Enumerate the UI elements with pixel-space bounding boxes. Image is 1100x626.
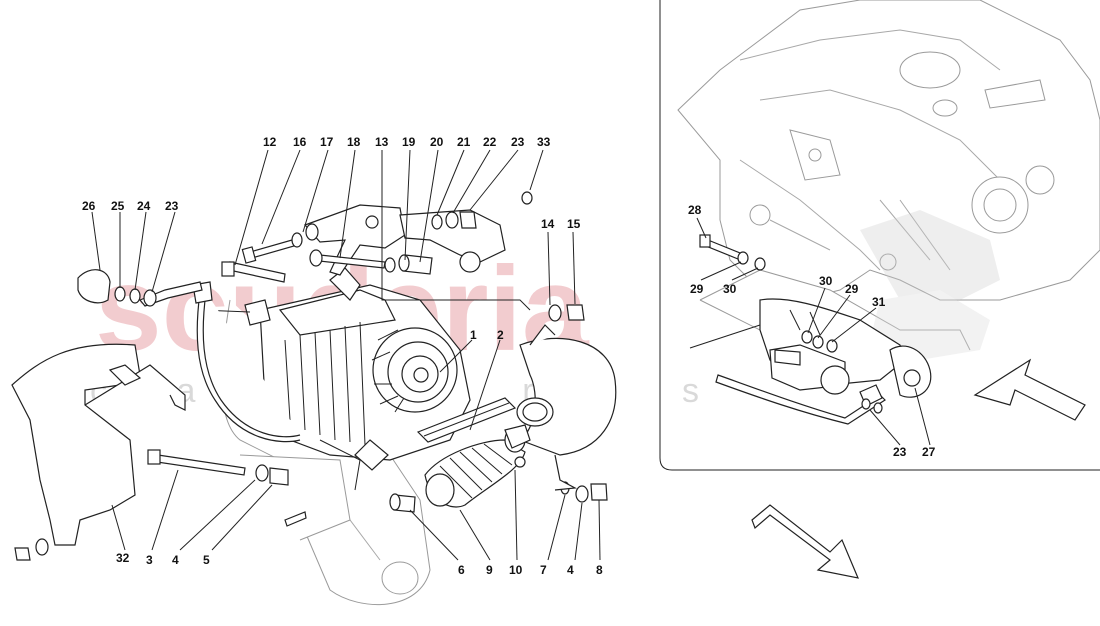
callout-24: 24	[137, 199, 151, 213]
callout-1: 1	[470, 328, 477, 342]
callout-27: 27	[922, 445, 936, 459]
callout-28: 28	[688, 203, 702, 217]
callout-4b: 4	[567, 563, 574, 577]
air-cover	[516, 324, 617, 491]
callout-20: 21	[457, 135, 471, 149]
callout-26: 26	[82, 199, 96, 213]
callout-11: 12	[263, 135, 277, 149]
callout-3: 3	[146, 553, 153, 567]
callout-22: 23	[511, 135, 525, 149]
callout-29a: 29	[690, 282, 704, 296]
checker-flag-ghost	[860, 210, 1000, 360]
direction-arrow-right	[973, 358, 1086, 421]
heat-shield	[11, 343, 186, 546]
callout-15: 16	[293, 135, 307, 149]
corrugated-hose	[424, 424, 531, 508]
callout-33: 33	[537, 135, 551, 149]
inset-frame	[659, 0, 1100, 471]
leader-lines-right	[689, 217, 931, 446]
callout-10: 10	[509, 563, 523, 577]
callout-2: 2	[497, 328, 504, 342]
callout-23: 23	[165, 199, 179, 213]
callout-17: 18	[347, 135, 361, 149]
hardware	[14, 191, 608, 561]
callout-31: 31	[872, 295, 886, 309]
callout-23-right: 23	[893, 445, 907, 459]
callout-21: 22	[483, 135, 497, 149]
callout-12: 13	[375, 135, 389, 149]
callout-13: 14	[541, 217, 555, 231]
alternator	[199, 267, 471, 491]
callout-16: 17	[320, 135, 334, 149]
callout-9: 9	[486, 563, 493, 577]
callout-18: 19	[402, 135, 416, 149]
callout-32: 32	[116, 551, 130, 565]
callout-7: 7	[540, 563, 547, 577]
gearbox-ghost	[677, 0, 1100, 351]
callout-29b: 29	[845, 282, 859, 296]
direction-arrow-bottom	[751, 504, 859, 579]
leader-lines-left	[91, 149, 601, 561]
starter-cable	[715, 374, 886, 425]
callout-8: 8	[596, 563, 603, 577]
callout-5: 5	[203, 553, 210, 567]
callout-6: 6	[458, 563, 465, 577]
alternator-cable-inner	[202, 291, 301, 438]
callout-4a: 4	[172, 553, 179, 567]
callout-25: 25	[111, 199, 125, 213]
callout-14: 15	[567, 217, 581, 231]
callout-19: 20	[430, 135, 444, 149]
callout-30a: 30	[723, 282, 737, 296]
callout-30b: 30	[819, 274, 833, 288]
part-number-labels: 12 16 17 18 13 19 20 21 22 23 33 26 25 2…	[82, 135, 936, 577]
